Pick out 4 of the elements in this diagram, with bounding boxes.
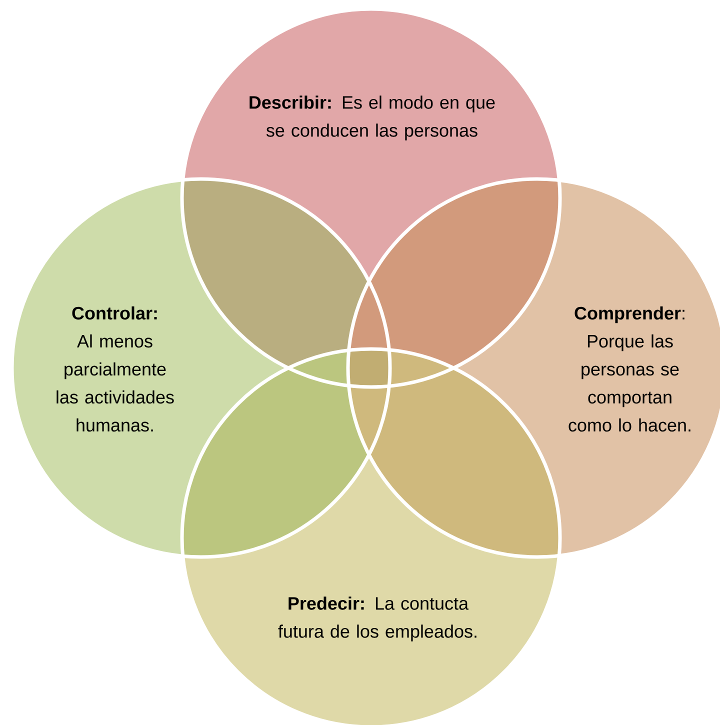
circle-label: Comprender: Porque las personas se comportan como lo hacen. <box>568 306 690 432</box>
circle-label: Controlar: Al menos parcialmente las actividades humanas. <box>56 306 174 432</box>
circle-label: Describir: Es el modo en que se conducen las personas <box>250 96 495 140</box>
circle-label: Predecir: La contucta futura de los empleados. <box>278 596 476 642</box>
